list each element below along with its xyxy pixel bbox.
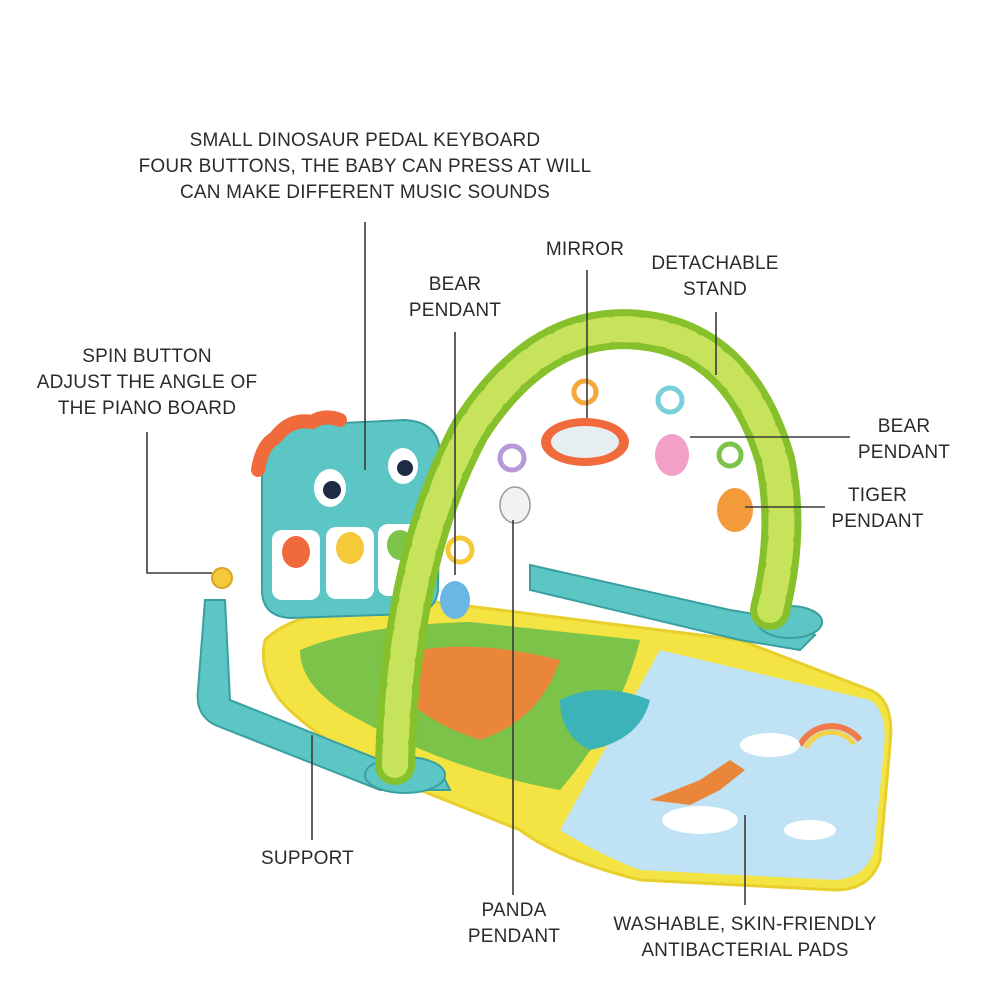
stand-callout-line1: DETACHABLE [651, 253, 779, 274]
panda-callout: PANDA PENDANT [455, 898, 573, 950]
bear-left-callout: BEAR PENDANT [395, 272, 515, 324]
pterodactyl-decoration [650, 760, 745, 805]
keyboard-callout-line1: SMALL DINOSAUR PEDAL KEYBOARD [189, 130, 541, 151]
detachable-arch-stand [375, 309, 802, 785]
pendants [440, 378, 753, 619]
keyboard-callout: SMALL DINOSAUR PEDAL KEYBOARD FOUR BUTTO… [120, 128, 610, 206]
pads-callout: WASHABLE, SKIN-FRIENDLY ANTIBACTERIAL PA… [590, 912, 900, 964]
rainbow-decoration [797, 723, 863, 747]
spin-leader [146, 432, 212, 574]
stand-callout: DETACHABLE STAND [640, 251, 790, 303]
spin-callout-line2: ADJUST THE ANGLE OF [36, 372, 258, 393]
tiger-pendant-toy [717, 488, 753, 532]
pads-callout-line2: ANTIBACTERIAL PADS [641, 940, 849, 961]
spin-callout: SPIN BUTTON ADJUST THE ANGLE OF THE PIAN… [22, 344, 272, 422]
spin-callout-line3: THE PIANO BOARD [57, 398, 237, 419]
keyboard-callout-line2: FOUR BUTTONS, THE BABY CAN PRESS AT WILL [138, 156, 592, 177]
bear-right-callout-line1: BEAR [877, 416, 931, 437]
bear-pendant-right-toy [655, 434, 689, 476]
support-callout: SUPPORT [245, 846, 370, 872]
pads-callout-line1: WASHABLE, SKIN-FRIENDLY [613, 914, 877, 935]
spin-button-knob [211, 567, 233, 589]
stand-callout-line2: STAND [683, 279, 747, 300]
bear-right-callout: BEAR PENDANT [848, 414, 960, 466]
bear-left-callout-line2: PENDANT [408, 300, 502, 321]
tiger-callout-line2: PENDANT [831, 511, 924, 532]
panda-callout-line1: PANDA [481, 900, 547, 921]
bear-right-callout-line2: PENDANT [857, 442, 951, 463]
spin-callout-line1: SPIN BUTTON [82, 346, 212, 367]
mirror-callout: MIRROR [530, 237, 640, 263]
keyboard-callout-line3: CAN MAKE DIFFERENT MUSIC SOUNDS [179, 182, 551, 203]
support-callout-line1: SUPPORT [261, 848, 354, 869]
mirror-callout-line1: MIRROR [545, 239, 625, 260]
panda-callout-line2: PENDANT [467, 926, 561, 947]
panda-pendant-toy [499, 486, 531, 524]
tiger-callout-line1: TIGER [847, 485, 908, 506]
bear-pendant-left-toy [440, 581, 470, 619]
tiger-callout: TIGER PENDANT [820, 483, 935, 535]
bear-left-callout-line1: BEAR [428, 274, 482, 295]
